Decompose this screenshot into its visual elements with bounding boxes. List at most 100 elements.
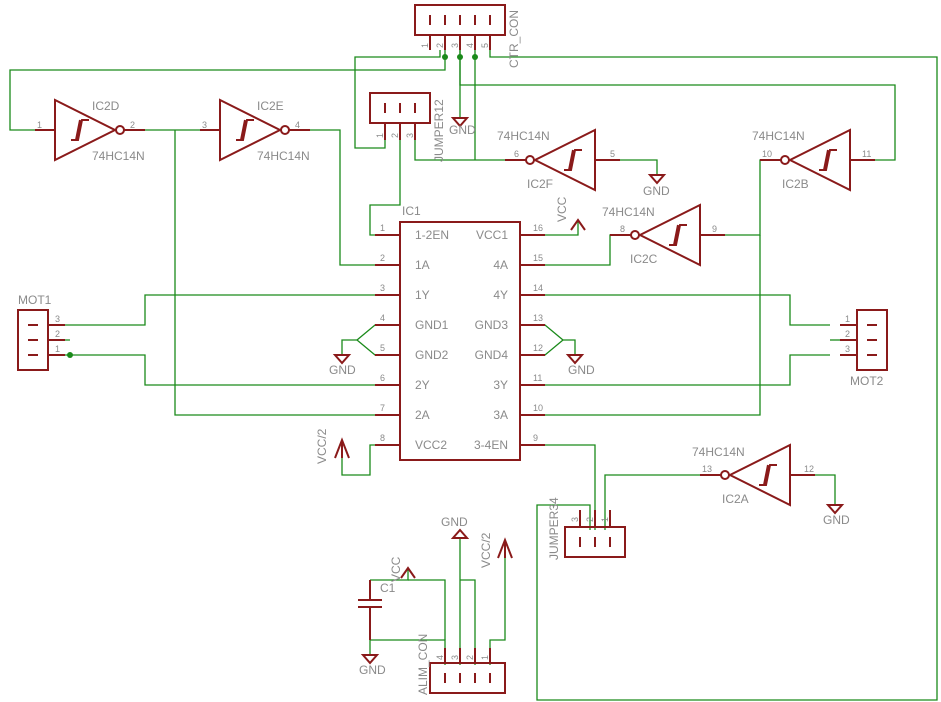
jumper34-pin: 3 <box>570 517 580 522</box>
vcc2-label: VCC/2 <box>315 428 329 464</box>
ic1-pin-num: 2 <box>380 253 385 263</box>
ic1-pin-label: GND2 <box>415 348 449 362</box>
ic2f-pin-out: 6 <box>514 149 519 159</box>
jumper12-label: JUMPER12 <box>432 99 446 162</box>
ic2f-pin-in: 5 <box>610 149 615 159</box>
connector-mot1: 3 2 1 MOT1 <box>17 293 65 371</box>
ic2a-part: 74HC14N <box>692 445 745 459</box>
ic2f-part: 74HC14N <box>497 129 550 143</box>
vcc-symbol: VCC <box>389 556 416 582</box>
ic2c-pin-out: 8 <box>620 224 625 234</box>
vcc-label: VCC <box>389 556 403 582</box>
vcc2-symbol: VCC/2 <box>315 428 350 464</box>
ic2a-name: IC2A <box>722 492 749 506</box>
ic1-pin-num: 4 <box>380 313 385 323</box>
gnd-label: GND <box>823 513 850 527</box>
c1-label: C1 <box>380 581 396 595</box>
ic2d-pin-out: 2 <box>130 120 135 130</box>
gnd-symbol: GND <box>329 354 356 377</box>
gnd-label: GND <box>359 663 386 677</box>
jumper34-pin: 1 <box>600 517 610 522</box>
mot2-pin: 1 <box>845 314 850 324</box>
mot1-pin: 2 <box>55 329 60 339</box>
alim-con-label: ALIM_CON <box>416 634 430 695</box>
ic1-pin-label: VCC2 <box>415 438 447 452</box>
connector-jumper12: 1 2 3 JUMPER12 <box>369 92 446 162</box>
ic1-pin-label: GND4 <box>475 348 509 362</box>
alim-pin: 2 <box>465 655 475 660</box>
ic1-name: IC1 <box>402 204 421 218</box>
ic2b-pin-in: 11 <box>862 149 871 159</box>
mot2-pin: 2 <box>845 329 850 339</box>
ic1-pin-num: 13 <box>533 313 543 323</box>
mot2-pin: 3 <box>845 344 850 354</box>
ic1: IC1 1 2 3 4 5 6 7 8 1-2EN 1A 1Y GND1 GND… <box>375 204 545 461</box>
jumper12-pin: 2 <box>390 133 400 138</box>
ic2d-part: 74HC14N <box>92 149 145 163</box>
ctr-pin: 3 <box>450 43 460 48</box>
inverter-ic2a: 74HC14N IC2A 12 13 <box>692 443 815 507</box>
gnd-symbol: GND <box>449 117 476 137</box>
mot1-label: MOT1 <box>18 293 52 307</box>
ctr-con-label: CTR_CON <box>507 10 521 68</box>
ic1-pin-num: 14 <box>533 283 543 293</box>
jumper12-pin: 3 <box>405 133 415 138</box>
ic1-pin-num: 1 <box>380 223 385 233</box>
ic2e-name: IC2E <box>257 99 284 113</box>
ic1-pin-label: GND3 <box>475 318 509 332</box>
junction-dots <box>67 54 478 358</box>
connector-ctr-con: 1 2 3 4 5 CTR_CON <box>414 4 521 68</box>
ic2b-pin-out: 10 <box>762 149 772 159</box>
ic1-pin-label: 1-2EN <box>415 228 449 242</box>
connector-alim-con: 4 3 2 1 ALIM_CON <box>416 634 506 695</box>
gnd-label: GND <box>449 123 476 137</box>
gnd-symbol: GND <box>643 174 670 198</box>
gnd-label: GND <box>568 363 595 377</box>
alim-pin: 1 <box>480 655 490 660</box>
gnd-label: GND <box>329 363 356 377</box>
ic1-pin-label: 1A <box>415 258 430 272</box>
ic1-pin-label: 3A <box>493 408 508 422</box>
ic1-pin-num: 15 <box>533 253 543 263</box>
ic1-pin-label: 1Y <box>415 288 430 302</box>
mot2-label: MOT2 <box>850 374 884 388</box>
ic1-pin-num: 12 <box>533 343 543 353</box>
ic2a-pin-out: 13 <box>702 464 712 474</box>
jumper34-pin: 2 <box>585 517 595 522</box>
inverter-ic2f: 74HC14N IC2F 5 6 <box>497 128 620 192</box>
ic1-pin-label: 3Y <box>493 378 508 392</box>
ic2a-pin-in: 12 <box>804 464 814 474</box>
ic1-pin-num: 9 <box>533 433 538 443</box>
ic2f-name: IC2F <box>527 177 553 191</box>
ctr-pin: 5 <box>480 43 490 48</box>
mot1-pin: 3 <box>55 314 60 324</box>
vcc2-symbol: VCC/2 <box>479 532 513 568</box>
wires <box>9 50 938 701</box>
inverter-ic2c: 74HC14N IC2C 9 8 <box>602 203 725 267</box>
ic2e-part: 74HC14N <box>257 149 310 163</box>
gnd-symbol: GND <box>565 354 595 377</box>
vcc2-label: VCC/2 <box>479 532 493 568</box>
inverter-ic2d: IC2D 74HC14N 1 2 <box>35 98 145 163</box>
capacitor-c1: C1 <box>358 580 396 640</box>
ic2c-part: 74HC14N <box>602 205 655 219</box>
ic1-pin-label: GND1 <box>415 318 449 332</box>
ic2b-part: 74HC14N <box>752 129 805 143</box>
ic1-pin-label: 3-4EN <box>474 438 508 452</box>
ic1-pin-label: 4A <box>493 258 508 272</box>
ic2b-name: IC2B <box>782 177 809 191</box>
ic1-pin-num: 6 <box>380 373 385 383</box>
ctr-pin: 1 <box>420 43 430 48</box>
ic2c-name: IC2C <box>630 252 658 266</box>
inverter-ic2e: IC2E 74HC14N 3 4 <box>200 98 310 163</box>
vcc-label: VCC <box>555 196 569 222</box>
ctr-pin: 2 <box>435 43 445 48</box>
connector-mot2: 1 2 3 MOT2 <box>840 309 888 388</box>
connector-jumper34: 3 2 1 JUMPER34 <box>547 497 626 560</box>
ic2e-pin-in: 3 <box>202 120 207 130</box>
vcc-symbol: VCC <box>555 196 586 231</box>
ic1-pin-label: 2Y <box>415 378 430 392</box>
gnd-label: GND <box>643 184 670 198</box>
ic1-pin-num: 7 <box>380 403 385 413</box>
